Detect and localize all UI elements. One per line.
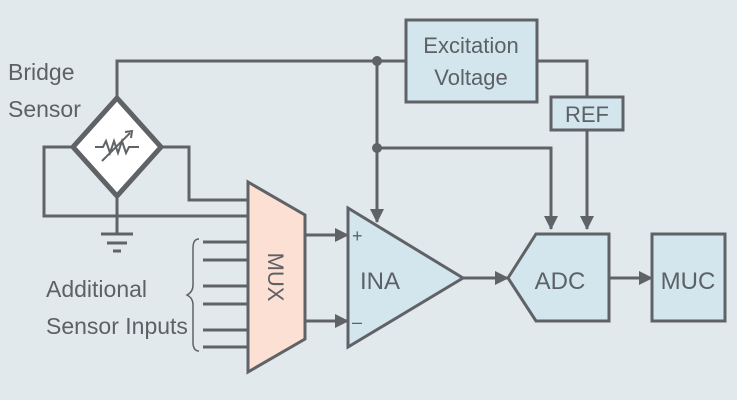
variable-resistor-icon: [95, 129, 139, 162]
junction-dot: [372, 56, 382, 66]
muc-label: MUC: [661, 268, 716, 295]
excitation-label-1: Excitation: [423, 33, 518, 58]
wire-bridge-left: [42, 145, 248, 218]
adc-label: ADC: [535, 268, 586, 295]
ina-plus-label: +: [352, 226, 363, 246]
bridge-sensor-label-1: Bridge: [8, 59, 74, 85]
wires: [42, 59, 653, 349]
additional-inputs-label-2: Sensor Inputs: [46, 313, 188, 339]
additional-inputs-label-1: Additional: [46, 276, 147, 302]
muc-block: MUC: [650, 232, 727, 323]
mux-label: MUX: [263, 253, 288, 302]
excitation-label-2: Voltage: [434, 65, 507, 90]
brace-icon: [185, 238, 200, 352]
wire-bridge-right: [160, 145, 248, 202]
ground-icon: [101, 232, 133, 253]
ref-label: REF: [565, 102, 609, 127]
ina-minus-label: –: [352, 312, 362, 332]
ina-amplifier: INA + –: [346, 205, 466, 350]
ref-block: REF: [549, 95, 625, 132]
excitation-voltage-block: Excitation Voltage: [404, 18, 539, 104]
wire-excitation-adc: [377, 146, 558, 230]
junction-dot: [372, 143, 382, 153]
bridge-sensor-label-2: Sensor: [8, 96, 81, 122]
bridge-sensor: [69, 94, 165, 200]
adc-block: ADC: [506, 232, 611, 323]
wire-bridge-top: [115, 59, 405, 96]
mux-block: MUX: [246, 179, 307, 375]
ina-label: INA: [360, 268, 400, 295]
wire-excitation-ref: [538, 59, 589, 96]
